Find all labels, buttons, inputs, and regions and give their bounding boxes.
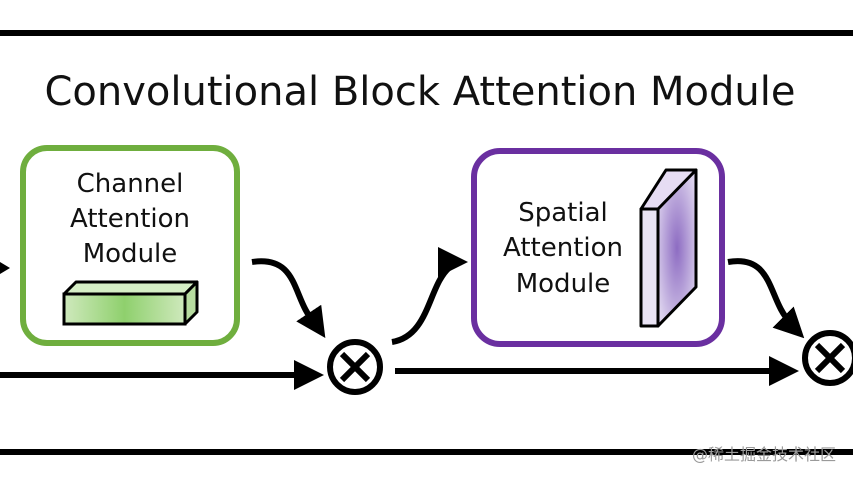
spatial-label-line-2: Attention: [503, 233, 623, 263]
spatial-feature-map-icon: [639, 168, 698, 328]
channel-feature-bar-icon: [62, 280, 199, 326]
spatial-input-curve-arrow: [391, 247, 468, 345]
second-multiply-operator: [802, 330, 853, 386]
channel-attention-module: Channel Attention Module: [20, 145, 240, 346]
channel-label-line-3: Module: [83, 239, 178, 269]
channel-label-line-2: Attention: [70, 204, 190, 234]
channel-output-curve-arrow: [251, 258, 326, 338]
watermark-text: @稀土掘金技术社区: [692, 445, 836, 464]
spatial-label-line-3: Module: [516, 269, 611, 299]
input-arrow-stub: [0, 262, 10, 274]
diagram-title: Convolutional Block Attention Module: [45, 69, 796, 115]
channel-label-line-1: Channel: [77, 169, 184, 199]
spatial-label-line-1: Spatial: [518, 198, 608, 228]
first-multiply-operator: [327, 339, 383, 395]
top-frame-line: [0, 30, 853, 36]
spatial-attention-module: Spatial Attention Module: [471, 148, 725, 347]
spatial-output-curve-arrow: [727, 258, 805, 339]
bottom-frame-line: [0, 449, 853, 455]
